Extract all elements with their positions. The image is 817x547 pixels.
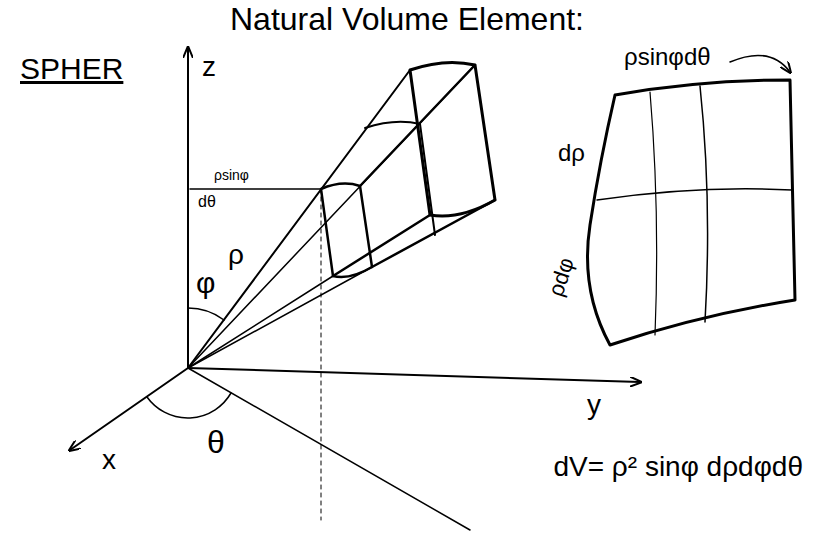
pointer bbox=[730, 55, 790, 72]
ray bbox=[188, 267, 372, 368]
radius-line bbox=[190, 188, 321, 190]
drop-line bbox=[321, 189, 322, 520]
volume-element bbox=[588, 80, 796, 345]
y-axis bbox=[188, 368, 640, 382]
ray bbox=[188, 70, 410, 368]
radius-label: ρ bbox=[226, 240, 246, 271]
mid-section bbox=[365, 122, 435, 235]
angle-label: θ bbox=[205, 425, 227, 460]
theta-arc bbox=[147, 393, 231, 418]
phi-arc bbox=[188, 308, 224, 320]
edge-length: ρsinφdθ bbox=[622, 44, 713, 70]
edge-length: dρ bbox=[556, 140, 587, 166]
angle-label: φ bbox=[194, 266, 217, 299]
axis-name: y bbox=[585, 390, 603, 421]
projection-line bbox=[188, 368, 470, 530]
formula: dV= ρ² sinφ dρdφdθ bbox=[551, 452, 805, 483]
section-heading: SPHER bbox=[18, 52, 125, 85]
ray bbox=[188, 65, 475, 368]
angle-label: dθ bbox=[196, 193, 218, 211]
x-axis bbox=[70, 368, 188, 450]
page-title: Natural Volume Element: bbox=[230, 2, 584, 37]
axis-name: z bbox=[200, 52, 218, 83]
edge-length: ρdφ bbox=[543, 253, 579, 301]
inner-face bbox=[321, 184, 372, 277]
axis-name: x bbox=[100, 445, 118, 476]
length-label: ρsinφ bbox=[212, 168, 251, 183]
z-axis bbox=[187, 48, 189, 368]
